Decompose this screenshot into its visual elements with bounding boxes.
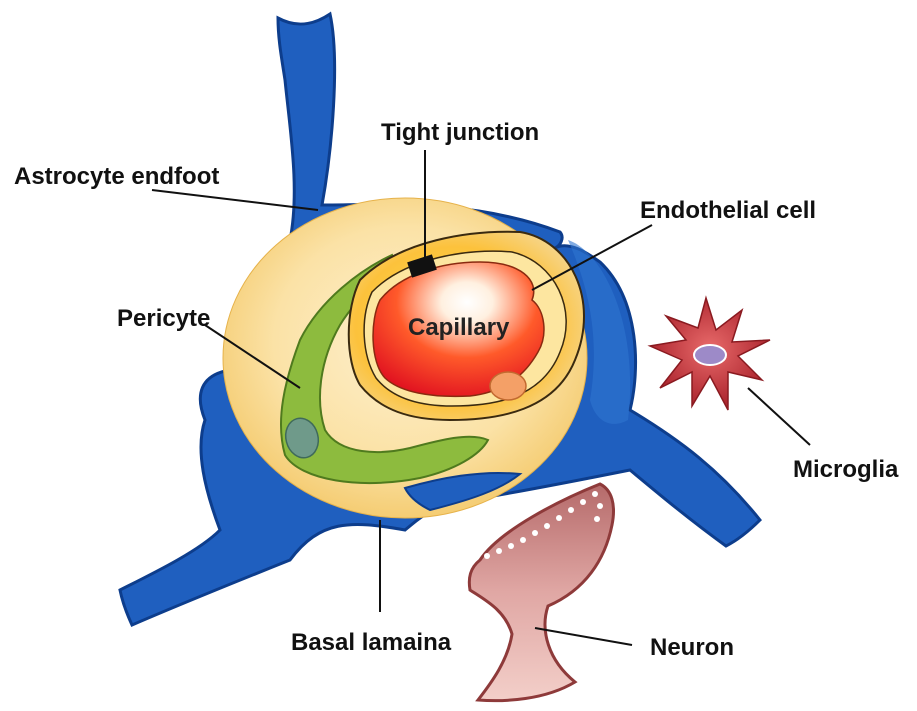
label-neuron: Neuron: [650, 634, 734, 661]
label-capillary: Capillary: [408, 314, 510, 341]
label-astrocyte-endfoot: Astrocyte endfoot: [14, 163, 219, 190]
leader-microglia: [748, 388, 810, 445]
label-microglia: Microglia: [793, 456, 899, 483]
label-endothelial-cell: Endothelial cell: [640, 197, 816, 224]
nucleus-shape: [490, 372, 526, 400]
label-pericyte: Pericyte: [117, 305, 210, 332]
leader-neuron: [535, 628, 632, 645]
label-tight-junction: Tight junction: [381, 119, 539, 146]
label-basal-lamina: Basal lamaina: [291, 629, 452, 656]
microglia-shape: [650, 298, 770, 410]
neuron-shape: [469, 484, 613, 701]
